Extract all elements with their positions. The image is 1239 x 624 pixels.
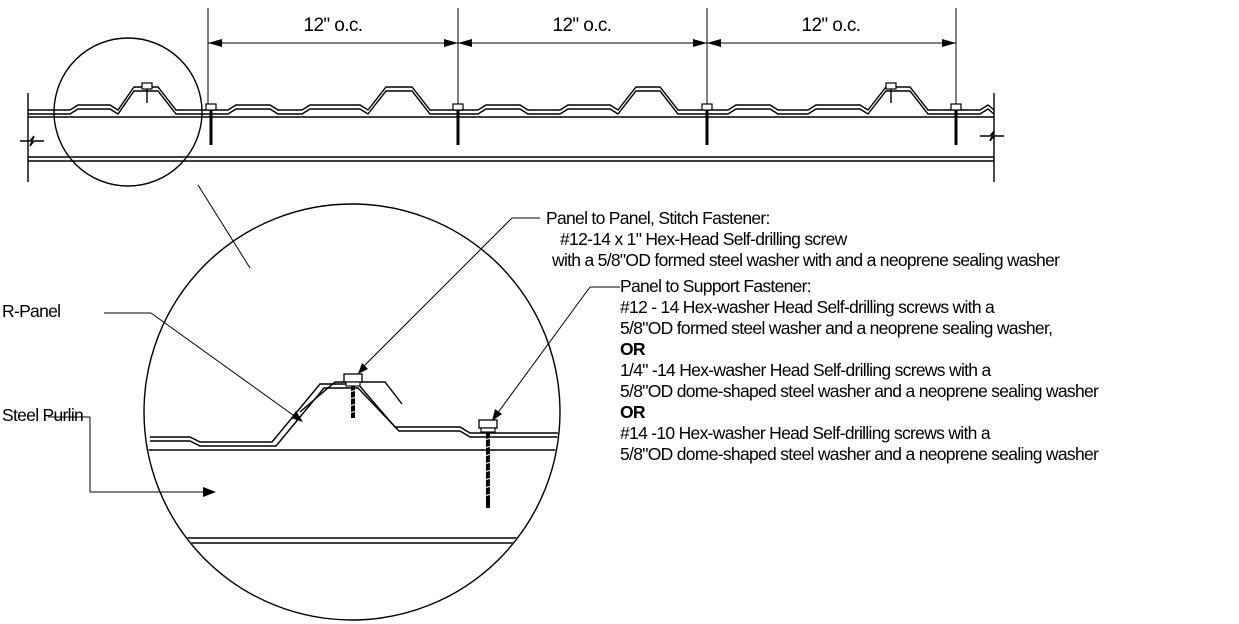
dimension-label-1: 12" o.c.	[304, 15, 363, 36]
callout-circle-small	[53, 37, 203, 187]
screws-elevation	[141, 82, 962, 145]
leader-steel-purlin	[48, 416, 216, 497]
support-note-opt3-line2: 5/8"OD dome-shaped steel washer and a ne…	[620, 444, 1099, 464]
support-note-opt1-line2: 5/8"OD formed steel washer and a neopren…	[620, 318, 1053, 338]
leader-support	[492, 286, 620, 421]
support-note-opt2-line2: 5/8"OD dome-shaped steel washer and a ne…	[620, 381, 1099, 401]
support-note-or-1: OR	[620, 339, 646, 359]
stitch-fastener-note: Panel to Panel, Stitch Fastener: #12-14 …	[546, 208, 1060, 271]
support-note-opt1-line1: #12 - 14 Hex-washer Head Self-drilling s…	[620, 297, 995, 317]
r-panel-elevation	[20, 86, 1004, 182]
enlarged-panel-detail	[145, 381, 559, 544]
stitch-screw-detail	[343, 373, 363, 418]
callout-circle-large	[143, 203, 561, 621]
leader-r-panel	[104, 312, 303, 422]
support-note-opt2-line1: 1/4" -14 Hex-washer Head Self-drilling s…	[620, 360, 991, 380]
stitch-note-line2: with a 5/8"OD formed steel washer with a…	[552, 250, 1060, 270]
callout-connector	[197, 184, 251, 269]
stitch-note-title: Panel to Panel, Stitch Fastener:	[546, 208, 770, 228]
r-panel-label: R-Panel	[2, 301, 61, 321]
steel-purlin-label: Steel Purlin	[2, 405, 84, 425]
support-screw-detail	[478, 419, 498, 508]
support-fastener-note: Panel to Support Fastener: #12 - 14 Hex-…	[620, 276, 1099, 465]
dimension-label-2: 12" o.c.	[553, 15, 612, 36]
support-note-opt3-line1: #14 -10 Hex-washer Head Self-drilling sc…	[620, 423, 991, 443]
dimension-string: 12" o.c. 12" o.c. 12" o.c.	[207, 8, 957, 110]
stitch-note-line1: #12-14 x 1" Hex-Head Self-drilling screw	[560, 229, 847, 249]
dimension-label-3: 12" o.c.	[802, 15, 861, 36]
support-note-or-2: OR	[620, 402, 646, 422]
support-note-title: Panel to Support Fastener:	[620, 276, 812, 296]
leader-stitch	[358, 217, 540, 374]
